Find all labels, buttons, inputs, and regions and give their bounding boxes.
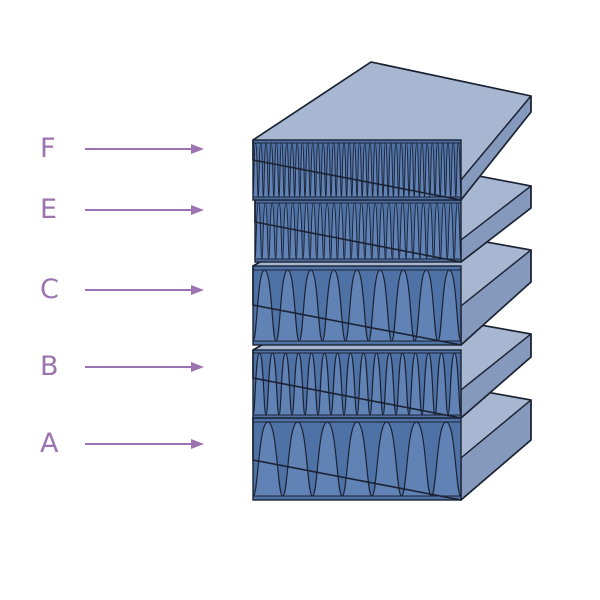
label-e: E bbox=[40, 194, 57, 225]
arrow-head bbox=[191, 362, 204, 372]
arrow-head bbox=[191, 205, 204, 215]
label-b: B bbox=[40, 351, 59, 382]
arrow-b-icon bbox=[85, 362, 204, 372]
arrow-head bbox=[191, 144, 204, 154]
board-f-outline bbox=[252, 61, 532, 201]
arrow-a-icon bbox=[85, 439, 204, 449]
arrow-head bbox=[191, 439, 204, 449]
board-a-flutes bbox=[252, 421, 462, 497]
board-f-front bbox=[252, 139, 462, 201]
label-row-f: F bbox=[40, 133, 204, 164]
label-row-a: A bbox=[40, 428, 204, 459]
board-e-flute-fill bbox=[255, 203, 461, 259]
arrow-c-icon bbox=[85, 285, 204, 295]
board-e-flutes bbox=[254, 202, 462, 260]
label-a: A bbox=[40, 428, 59, 459]
board-c-flute-fill bbox=[253, 270, 461, 341]
label-row-c: C bbox=[40, 274, 204, 305]
board-c-flutes bbox=[252, 269, 462, 342]
label-row-b: B bbox=[40, 351, 204, 382]
label-f: F bbox=[40, 133, 56, 164]
board-a-flute-fill bbox=[253, 422, 461, 496]
arrow-f-icon bbox=[85, 144, 204, 154]
label-c: C bbox=[40, 274, 59, 305]
board-b-flutes bbox=[252, 352, 462, 416]
board-f bbox=[252, 61, 532, 201]
arrow-head bbox=[191, 285, 204, 295]
arrow-e-icon bbox=[85, 205, 204, 215]
board-e-front bbox=[254, 199, 462, 263]
board-f-flutes bbox=[252, 142, 462, 198]
label-row-e: E bbox=[40, 194, 204, 225]
